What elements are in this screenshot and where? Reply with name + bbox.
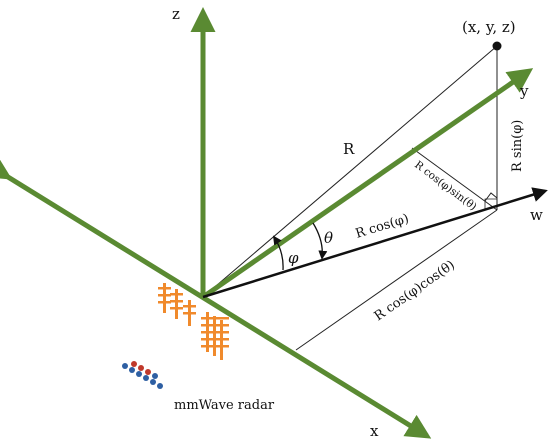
y-axis-label: y: [519, 82, 529, 100]
w-axis-label: w: [530, 206, 543, 224]
y-component-label: R cos(φ)sin(θ): [412, 159, 479, 213]
theta-label: θ: [324, 229, 333, 247]
theta-arc: [312, 222, 328, 260]
right-angle-marker-1: [484, 192, 498, 202]
point-marker: [492, 41, 502, 51]
z-axis-label: z: [172, 5, 180, 23]
projection-vector: [202, 187, 548, 299]
radius-line: [202, 45, 498, 298]
perpendicular-to-y-line: [411, 147, 498, 211]
y-axis: [201, 68, 534, 300]
point-label: (x, y, z): [462, 18, 516, 36]
x-axis: [0, 155, 432, 439]
right-angle-marker-2: [484, 198, 497, 210]
radar-dots: [122, 361, 163, 389]
radius-label: R: [343, 140, 355, 158]
phi-arc: [272, 235, 284, 271]
x-axis-label: x: [370, 422, 379, 440]
radar-label: mmWave radar: [174, 398, 275, 413]
projection-label: R cos(φ): [354, 211, 411, 241]
phi-label: φ: [288, 249, 299, 267]
radar-antenna-icon: [158, 283, 229, 360]
vertical-length-label: R sin(φ): [510, 120, 525, 172]
